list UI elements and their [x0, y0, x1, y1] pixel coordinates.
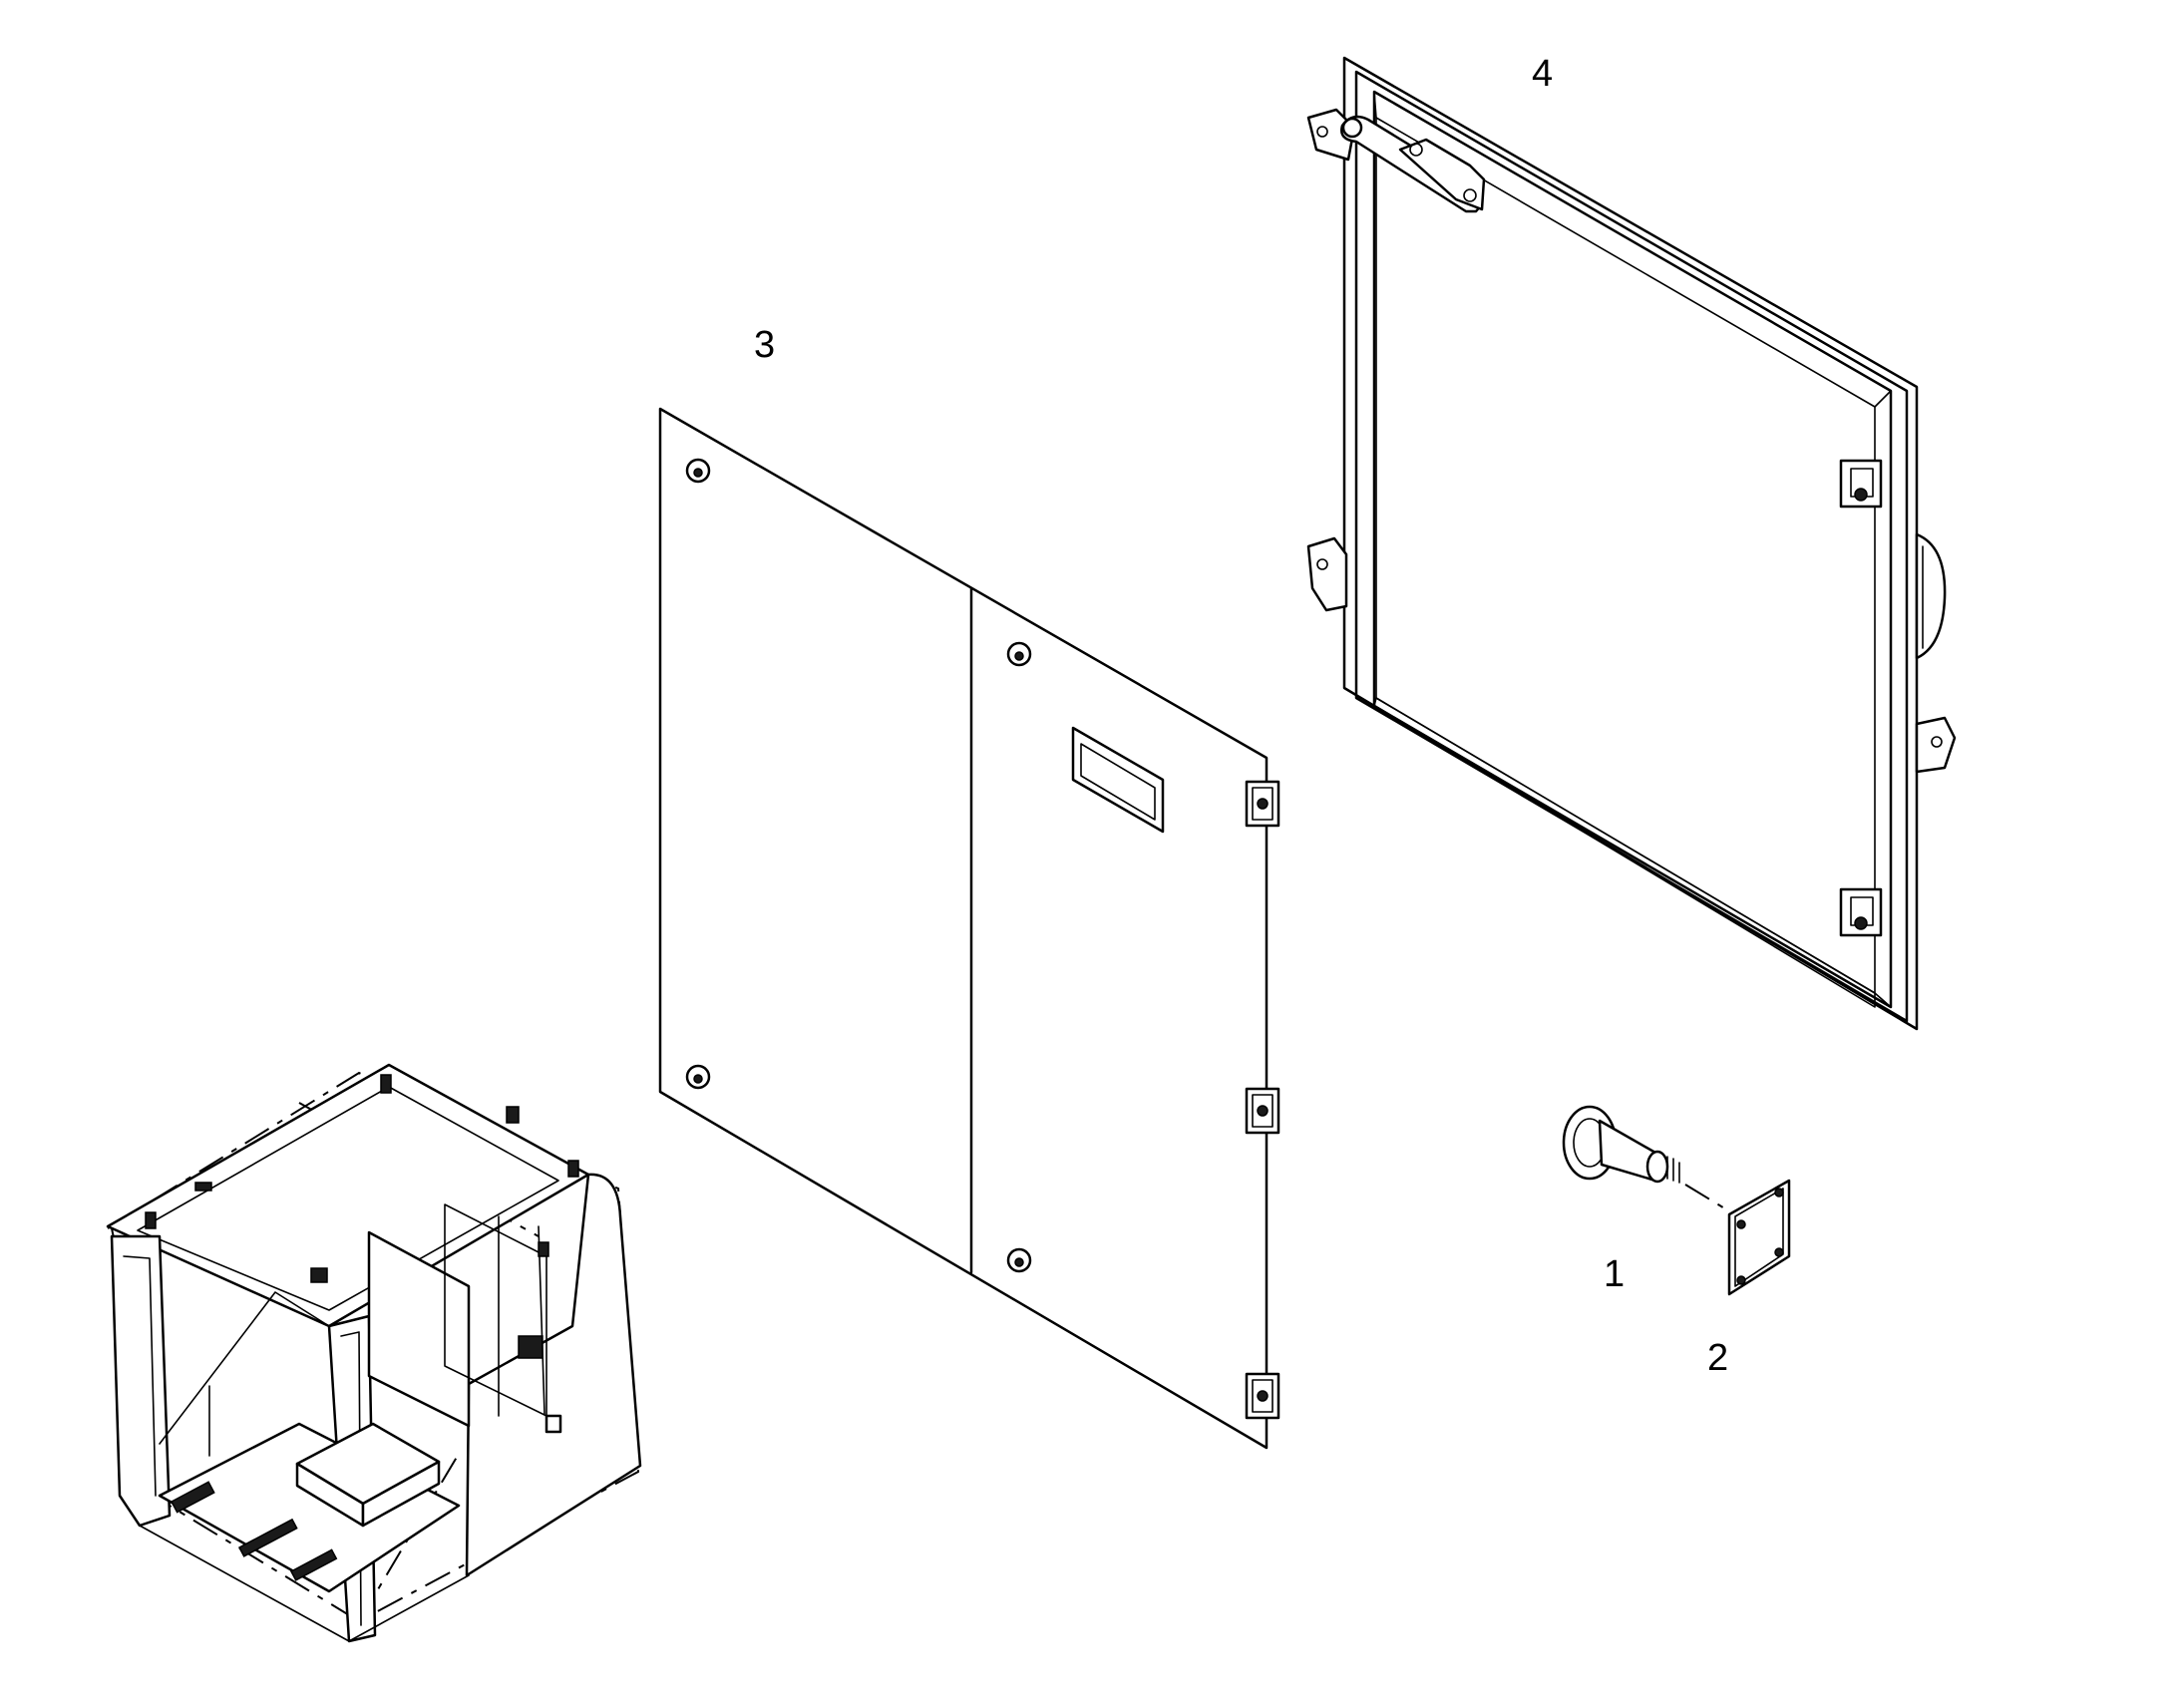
callout-1: 1 — [1604, 1253, 1625, 1295]
recessed-handle — [1071, 726, 1165, 834]
panel-fasteners — [685, 458, 1032, 1273]
cover-panel-assembly — [658, 407, 1280, 1450]
right-latch-upper — [1839, 459, 1883, 509]
right-hinge-tab — [1915, 716, 1957, 774]
mounting-plate — [1727, 1179, 1791, 1296]
right-latch-lower — [1839, 887, 1883, 937]
left-hinge-tab — [1306, 536, 1348, 612]
mounting-pin — [1562, 1105, 1680, 1184]
door-handle — [1915, 532, 1947, 660]
door-frame-assembly — [1306, 56, 1957, 1031]
callout-2: 2 — [1707, 1337, 1728, 1379]
top-hinge-bracket — [1306, 108, 1486, 213]
callout-4: 4 — [1532, 53, 1553, 95]
panel-hinges — [1245, 780, 1280, 1420]
assembly-leader-line — [1684, 1184, 1732, 1213]
callout-3: 3 — [754, 324, 775, 366]
cab-housing — [106, 1063, 642, 1643]
floor-box — [295, 1422, 441, 1528]
